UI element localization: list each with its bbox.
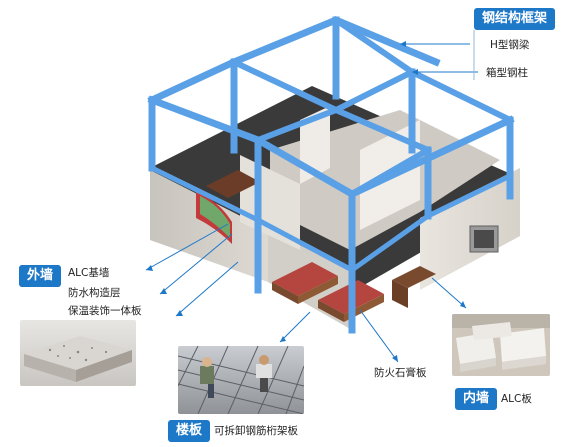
alc-base-wall-label: ALC基墙 (68, 267, 110, 279)
insulation-board-label: 保温装饰一体板 (68, 305, 142, 317)
floor-slab-photo (178, 346, 304, 414)
exterior-wall-title: 外墙 (27, 268, 54, 283)
leader-lines (145, 43, 478, 363)
floor-slab-title: 楼板 (176, 423, 203, 438)
sofa (206, 170, 260, 198)
leader-arrowheads (146, 41, 466, 362)
exterior-wall-left (150, 170, 268, 282)
steel-frame-title: 钢结构框架 (482, 11, 548, 26)
desk (392, 266, 436, 308)
exterior-wall-badge: 外墙 (19, 265, 62, 287)
floor-slab-badge: 楼板 (168, 420, 211, 442)
h-beam-label: H型钢梁 (490, 39, 530, 51)
bed-left (272, 262, 338, 304)
floor-slab-description: 可拆卸钢筋桁架板 (214, 425, 298, 437)
fire-board-label: 防火石膏板 (374, 367, 427, 379)
steel-frame-badge: 钢结构框架 (474, 8, 556, 30)
box-column-label: 箱型钢柱 (486, 67, 528, 79)
interior-wall-description: ALC板 (501, 393, 532, 405)
interior-wall-badge: 内墙 (455, 388, 498, 410)
interior-wall-title: 内墙 (463, 391, 490, 406)
exterior-wall-panel-photo (20, 320, 136, 386)
interior-wall-board-photo (452, 314, 550, 376)
steel-frame (147, 15, 515, 334)
waterproof-layer-label: 防水构造层 (68, 287, 121, 299)
